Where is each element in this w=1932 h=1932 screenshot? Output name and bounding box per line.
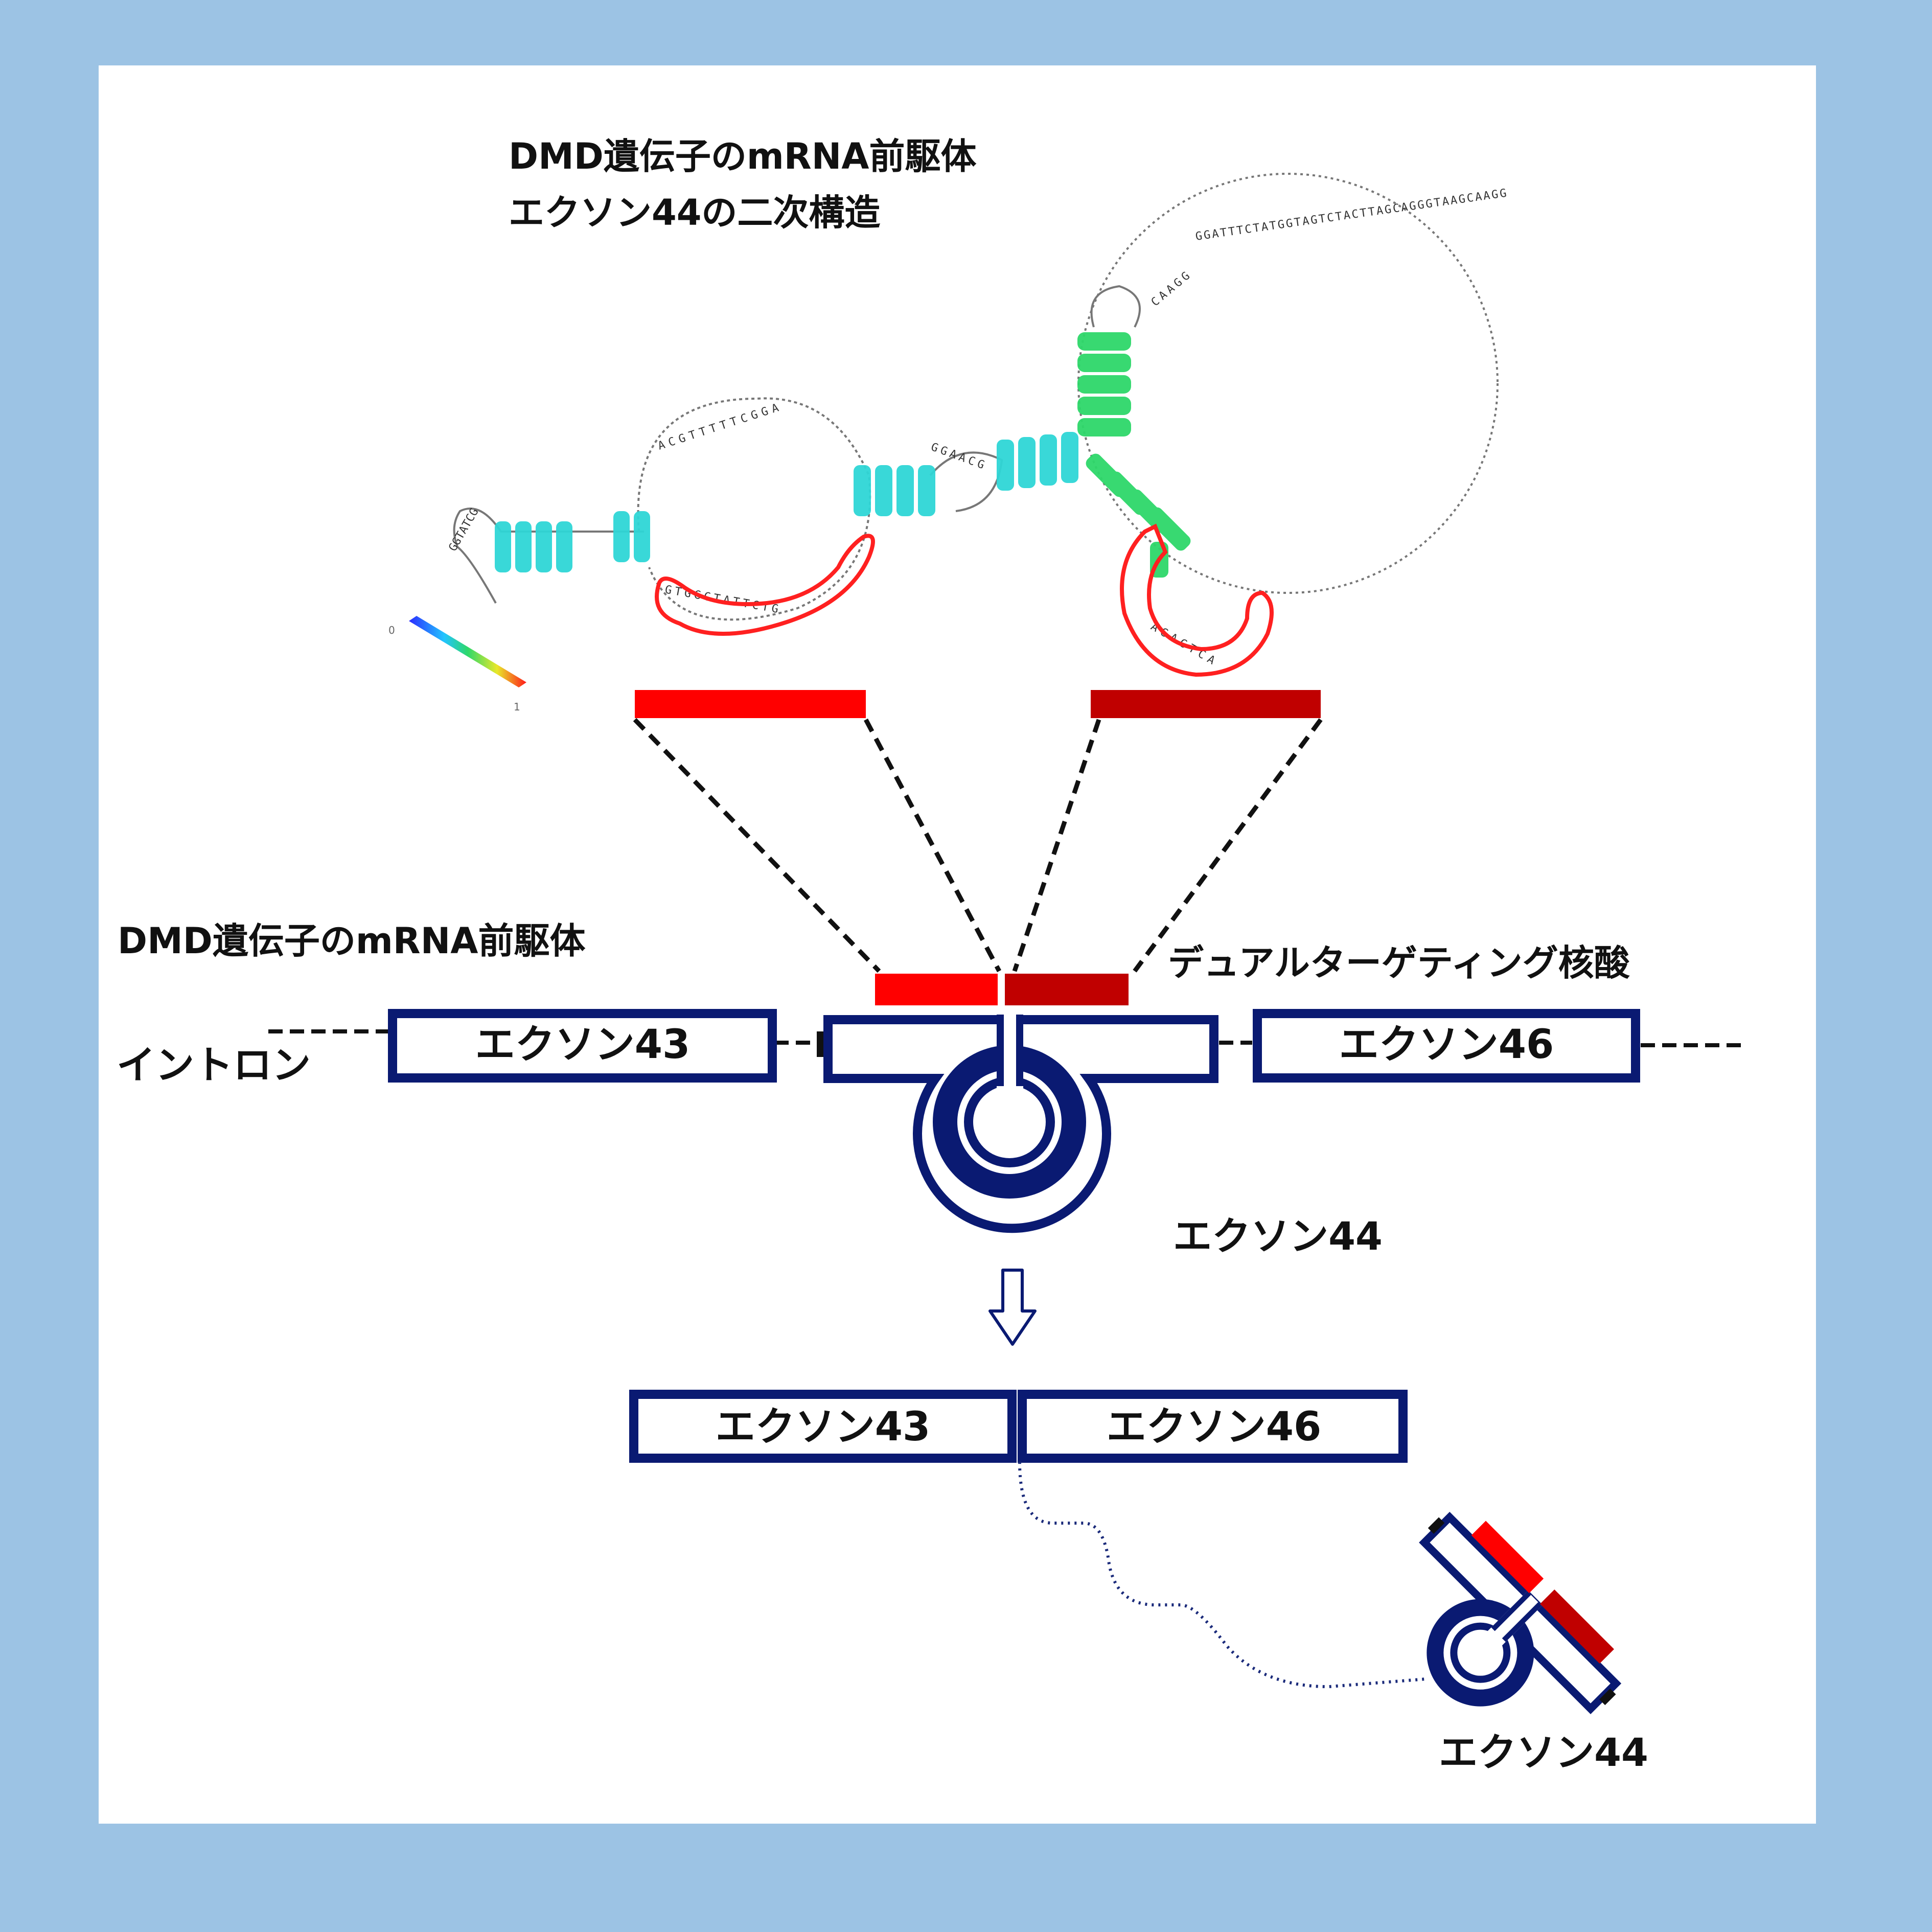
intron-label: イントロン <box>117 1042 311 1088</box>
dual-targeting-label: デュアルターゲティング核酸 <box>1168 942 1630 984</box>
big-loop-backbone <box>1077 173 1499 594</box>
left-hairpin-bases: GGTATCG <box>447 506 481 554</box>
down-arrow-icon <box>988 1269 1037 1346</box>
dual-targeting-nucleic-acid-left <box>875 974 998 1005</box>
rna-secondary-structure: GGTATCG ACGTTTTTCGGA GTGGCTATTCTG GGAACG… <box>388 173 1509 713</box>
result-exon43-label: エクソン43 <box>716 1404 931 1450</box>
big-loop-bases: GGATTTCTATGGTAGTCTACTTAGCAGGGTAAGCAAGG <box>1194 187 1509 243</box>
green-stem-pairs <box>1077 332 1191 578</box>
spliced-exon43-box: エクソン43 <box>629 1390 1017 1463</box>
loop1-target-bases: GTGGCTATTCTG <box>664 583 783 616</box>
excised-intron-dotted-line <box>1018 1461 1427 1689</box>
exon46-label: エクソン46 <box>1339 1022 1554 1068</box>
stem-top-bases: CAAGG <box>1149 268 1195 309</box>
left-stem-pairs <box>495 511 650 572</box>
exon44-structure: エクソン44 <box>817 1015 1383 1259</box>
loop1-bases: ACGTTTTTCGGA <box>656 400 784 453</box>
exon43-box: エクソン43 <box>388 1009 777 1083</box>
pre-mrna-label: DMD遺伝子のmRNA前駆体 <box>118 920 585 962</box>
intron-lines <box>268 1029 1748 1047</box>
target-region-2-outline <box>1120 523 1274 677</box>
exon46-box: エクソン46 <box>1253 1009 1640 1083</box>
target-bar-1 <box>635 690 866 718</box>
target-bar-2 <box>1091 690 1321 718</box>
loop1-backbone <box>637 397 871 621</box>
target-region-1-outline <box>655 534 875 636</box>
excised-exon44-label: エクソン44 <box>1439 1730 1648 1775</box>
structure-title-line1: DMD遺伝子のmRNA前駆体 <box>509 135 976 177</box>
left-hairpin-backbone <box>453 508 644 604</box>
spliced-exon46-box: エクソン46 <box>1018 1390 1408 1463</box>
exon44-label: エクソン44 <box>1173 1213 1383 1259</box>
top-hairpin-backbone <box>1090 285 1141 328</box>
middle-stem-pairs <box>854 432 1078 516</box>
legend-high-label: 1 <box>514 701 520 713</box>
structure-title-line2: エクソン44の二次構造 <box>509 192 880 234</box>
pairing-probability-legend: 0 1 <box>388 616 526 713</box>
legend-low-label: 0 <box>388 624 395 636</box>
projection-lines <box>633 718 1323 973</box>
white-panel <box>99 65 1816 1824</box>
dual-targeting-nucleic-acid-right <box>1005 974 1129 1005</box>
excised-exon44-lariat <box>1419 1511 1622 1714</box>
exon43-label: エクソン43 <box>475 1022 691 1068</box>
result-exon46-label: エクソン46 <box>1107 1404 1322 1450</box>
